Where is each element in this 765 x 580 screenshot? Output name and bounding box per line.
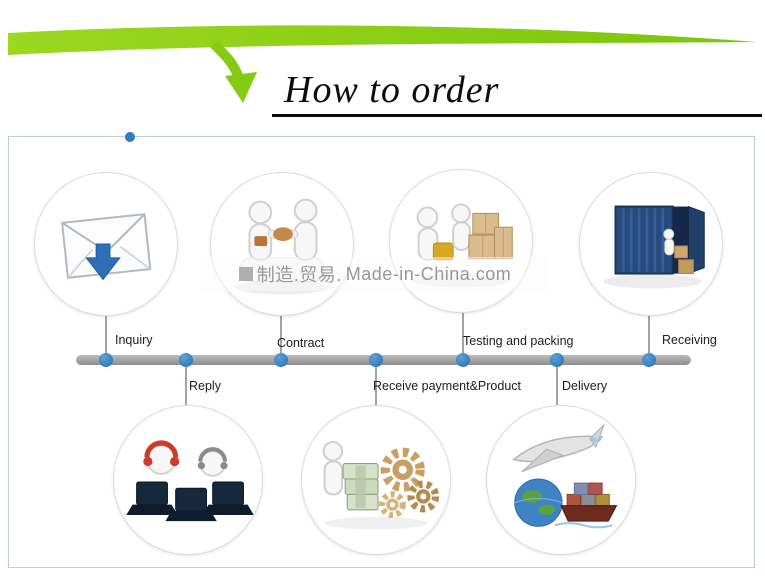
- step-image-inquiry: [34, 172, 178, 316]
- order-process-diagram: Inquiry Reply Contract Receive payment&P…: [8, 132, 755, 568]
- page-title: How to order: [284, 69, 500, 111]
- container-icon: [603, 205, 705, 289]
- timeline-dot-inquiry: [99, 353, 113, 367]
- timeline-dot-testing: [456, 353, 470, 367]
- timeline-dot-contract: [274, 353, 288, 367]
- step-label-receiving: Receiving: [662, 333, 717, 347]
- step-label-payment: Receive payment&Product: [373, 379, 521, 393]
- timeline-dot-delivery: [550, 353, 564, 367]
- timeline-dot-payment: [369, 353, 383, 367]
- step-image-delivery: [486, 405, 636, 555]
- handshake-icon: [234, 198, 330, 295]
- connector-receiving: [648, 316, 650, 355]
- watermark-en: Made-in-China.com: [345, 263, 512, 284]
- step-label-reply: Reply: [189, 379, 221, 393]
- payment-gears-icon: [322, 440, 440, 530]
- step-image-payment: [301, 405, 451, 555]
- step-image-contract: [210, 172, 354, 316]
- arrow-stem: [210, 40, 244, 80]
- connector-inquiry: [105, 316, 107, 355]
- customer-service-icon: [126, 440, 254, 522]
- title-underline: [272, 114, 762, 117]
- timeline-dot-receiving: [642, 353, 656, 367]
- watermark-cn: 制造.贸易.: [256, 265, 342, 285]
- green-swoosh: [8, 25, 757, 55]
- step-image-testing: [389, 169, 533, 313]
- watermark: 制造.贸易.Made-in-China.com: [201, 257, 549, 291]
- air-sea-delivery-icon: [512, 424, 618, 529]
- step-label-testing: Testing and packing: [463, 334, 574, 348]
- connector-reply: [185, 365, 187, 405]
- connector-contract: [280, 316, 282, 355]
- connector-delivery: [556, 365, 558, 405]
- arrow-head-icon: [225, 72, 257, 103]
- envelope-icon: [61, 213, 152, 281]
- step-image-receiving: [579, 172, 723, 316]
- green-swoosh-banner: [8, 25, 757, 103]
- made-in-china-logo-icon: [238, 267, 253, 281]
- step-label-contract: Contract: [277, 336, 325, 350]
- connector-payment: [375, 365, 377, 405]
- step-image-reply: [113, 405, 263, 555]
- step-label-inquiry: Inquiry: [115, 333, 153, 347]
- blue-dot-decoration: [125, 132, 135, 142]
- timeline-dot-reply: [179, 353, 193, 367]
- step-label-delivery: Delivery: [562, 379, 608, 393]
- timeline-bar: [76, 355, 691, 365]
- connector-testing: [462, 313, 464, 355]
